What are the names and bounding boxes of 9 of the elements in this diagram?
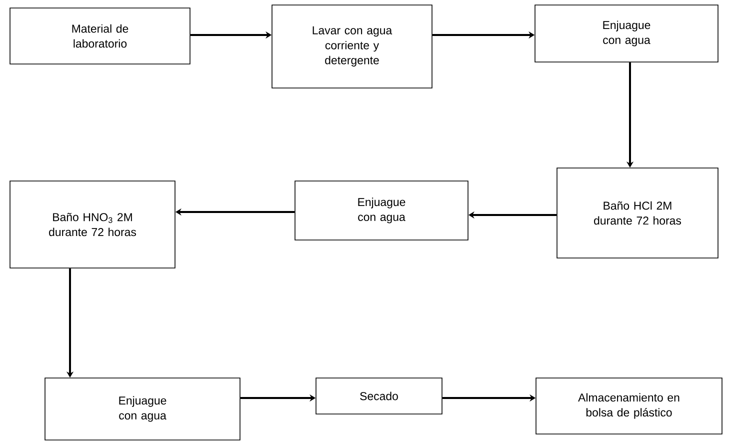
process-box: Baño HNO$_{3}$ 2M durante 72 horas <box>10 180 176 268</box>
process-box: Enjuague con agua <box>44 378 240 440</box>
process-box: Lavar con agua corriente y detergente <box>272 4 432 88</box>
process-box: Material de laboratorio <box>10 8 190 64</box>
process-box: Secado <box>316 378 442 414</box>
process-box: Enjuague con agua <box>534 4 718 62</box>
process-box: Almacenamiento en bolsa de plástico <box>536 378 722 434</box>
process-box: Enjuague con agua <box>294 180 468 240</box>
process-box: Baño HCl 2M durante 72 horas <box>556 168 718 258</box>
